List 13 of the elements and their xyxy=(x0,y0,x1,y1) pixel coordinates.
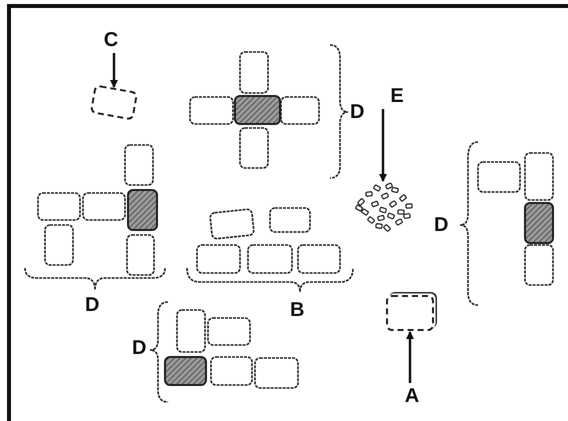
letter-label: A xyxy=(403,385,421,407)
arrow xyxy=(379,109,387,182)
letter-label: D xyxy=(85,294,100,316)
block xyxy=(386,295,434,331)
letter-label: E xyxy=(389,85,405,107)
letter-label: B xyxy=(290,299,304,321)
block-pile-drawing xyxy=(352,182,414,232)
letter-label: D xyxy=(132,337,146,359)
letter-label: D xyxy=(350,101,364,123)
letter-label: D xyxy=(434,214,448,236)
letter-label: C xyxy=(103,29,119,51)
arrow xyxy=(110,53,118,88)
arrow xyxy=(406,331,414,383)
